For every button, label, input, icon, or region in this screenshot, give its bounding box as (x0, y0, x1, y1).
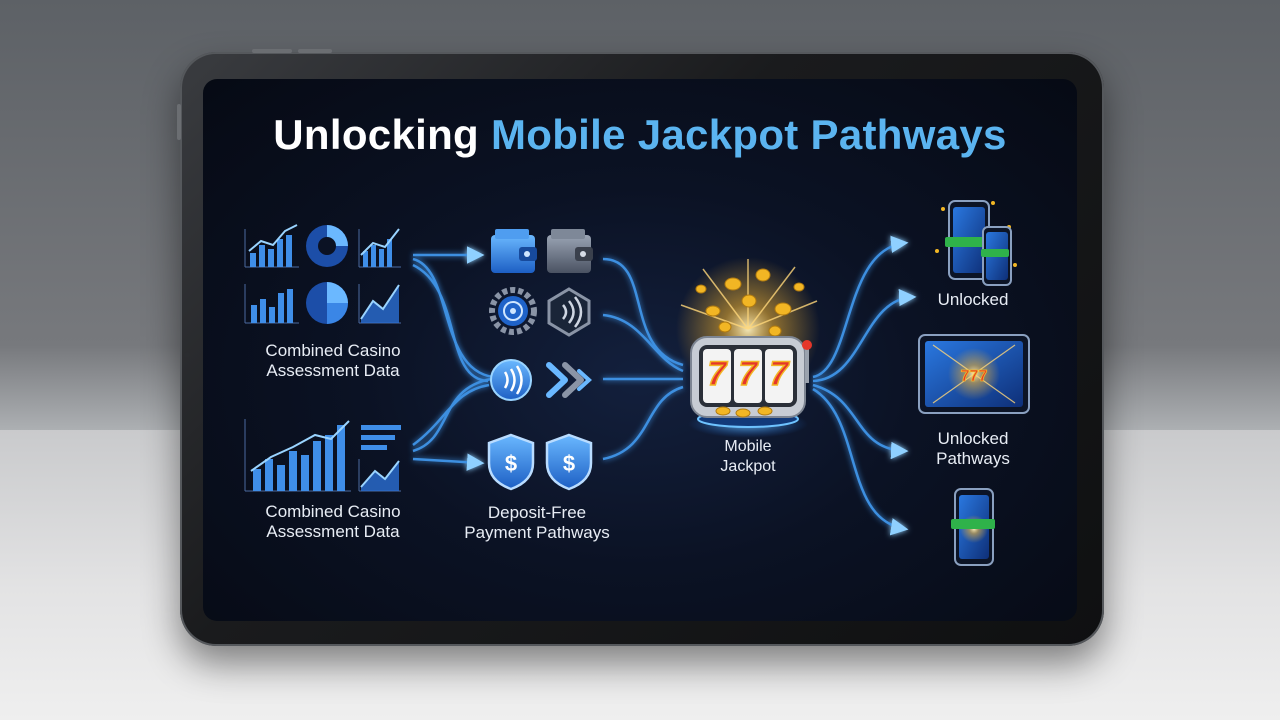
flow-diagram: $ $ (244, 200, 1030, 566)
bar-chart-icon (244, 284, 299, 324)
shield-dollar-icon: $ (487, 433, 535, 491)
label-unlocked-pathways: Unlocked Pathways (913, 429, 1033, 469)
pie-chart-icon (306, 225, 348, 267)
line-chart-icon (358, 284, 401, 324)
tablet-screen: Unlocking Mobile Jackpot Pathways (203, 79, 1077, 621)
flow-lines (412, 235, 917, 536)
phone-win-icon (935, 200, 1017, 286)
label-data-bottom: Combined Casino Assessment Data (233, 502, 433, 542)
label-line: Combined Casino (265, 341, 401, 360)
slot-reel-1: 7 (708, 355, 729, 393)
label-line: Mobile (724, 438, 772, 455)
svg-text:$: $ (563, 451, 575, 476)
label-line: Combined Casino (265, 502, 401, 521)
tablet-win-icon (918, 334, 1030, 414)
label-line: Jackpot (720, 458, 776, 475)
volume-button (298, 49, 332, 53)
label-line: Assessment Data (266, 522, 400, 541)
shield-dollar-icon: $ (545, 433, 593, 491)
wallet-icon (547, 229, 593, 273)
title-part-white: Unlocking (273, 111, 491, 158)
fast-forward-icon (546, 362, 592, 398)
phone-win-icon (951, 488, 995, 566)
contactless-icon (490, 359, 532, 401)
target-gear-icon (489, 287, 537, 335)
slot-reel-2: 7 (739, 355, 760, 393)
page-title: Unlocking Mobile Jackpot Pathways (203, 111, 1077, 159)
bar-chart-icon (244, 419, 351, 492)
label-data-top: Combined Casino Assessment Data (233, 341, 433, 381)
slot-machine-icon (676, 257, 820, 438)
bar-chart-icon (244, 224, 299, 268)
label-line: Assessment Data (266, 361, 400, 380)
label-payment: Deposit-Free Payment Pathways (447, 503, 627, 543)
line-chart-icon (358, 228, 401, 268)
line-chart-icon (358, 459, 401, 492)
tablet-preview-reels: 777 (961, 368, 988, 385)
bar-chart-icon (361, 425, 401, 450)
power-button (177, 104, 181, 140)
svg-text:$: $ (505, 451, 517, 476)
label-line: Pathways (936, 449, 1010, 468)
label-line: Payment Pathways (464, 523, 610, 542)
label-line: Unlocked (937, 290, 1009, 309)
label-line: Unlocked (937, 429, 1009, 448)
title-part-blue: Mobile Jackpot Pathways (490, 111, 1007, 158)
volume-button (252, 49, 292, 53)
wallet-icon (491, 229, 537, 273)
label-jackpot: Mobile Jackpot (683, 437, 813, 477)
pie-chart-icon (306, 282, 348, 324)
label-line: Deposit-Free (487, 503, 587, 522)
slot-reel-3: 7 (770, 355, 791, 393)
contactless-icon (547, 287, 591, 337)
front-camera (184, 352, 190, 358)
label-unlocked: Unlocked (913, 290, 1033, 310)
